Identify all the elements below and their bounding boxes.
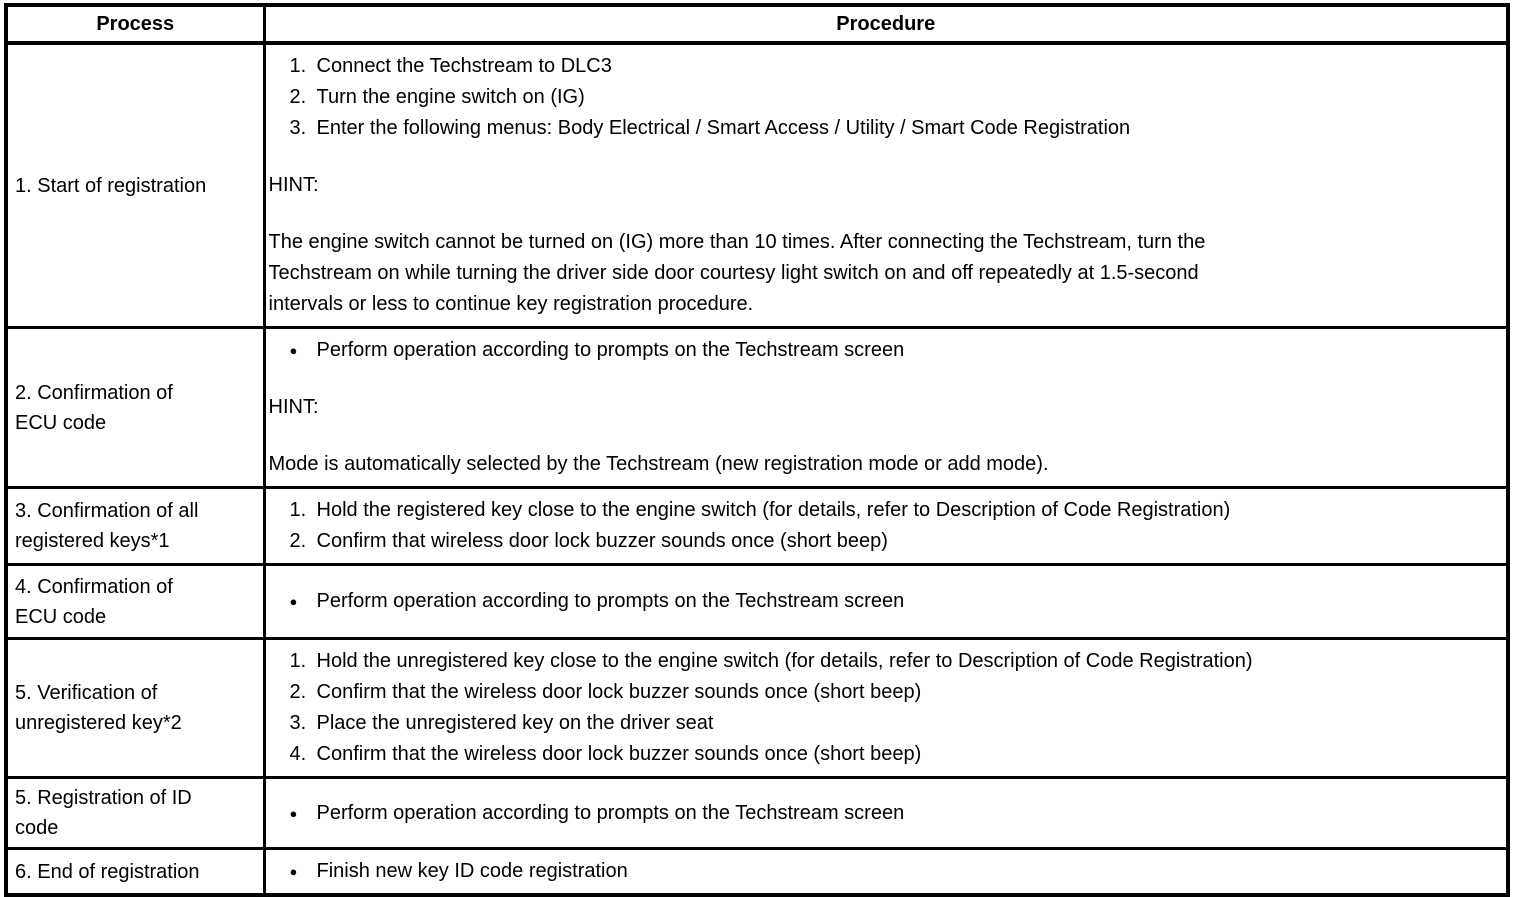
step-text: Finish new key ID code registration [316, 860, 628, 882]
procedure-cell: 1. Hold the registered key close to the … [262, 486, 1510, 566]
process-cell: 5. Registration of ID code [4, 776, 266, 850]
procedure-cell: 1. Hold the unregistered key close to th… [262, 637, 1510, 779]
step-text: Place the unregistered key on the driver… [316, 712, 714, 734]
process-cell: 2. Confirmation of ECU code [4, 326, 266, 489]
step-text: Hold the registered key close to the eng… [316, 499, 1231, 521]
step-number: 2. [289, 530, 307, 552]
procedure-step: 3. Enter the following menus: Body Elect… [269, 113, 1499, 144]
process-cell: 5. Verification of unregistered key*2 [4, 637, 266, 779]
procedure-step: ● Perform operation according to prompts… [269, 586, 1499, 617]
step-text: Hold the unregistered key close to the e… [316, 650, 1253, 672]
hint-text: Mode is automatically selected by the Te… [268, 453, 1049, 475]
procedure-step: ● Perform operation according to prompts… [269, 798, 1499, 829]
procedure-column-header: Procedure [262, 3, 1510, 45]
header-row: Process Procedure [4, 3, 1510, 45]
step-number: 3. [289, 117, 307, 139]
table-row: 5. Verification of unregistered key*2 1.… [4, 637, 1510, 779]
step-number: 1. [289, 499, 307, 521]
procedure-cell: ● Finish new key ID code registration [262, 847, 1510, 897]
step-text: Confirm that the wireless door lock buzz… [316, 743, 922, 765]
procedure-cell: ● Perform operation according to prompts… [262, 563, 1510, 640]
bullet-icon: ● [289, 594, 298, 609]
bullet-icon: ● [289, 343, 298, 358]
procedure-step: ● Perform operation according to prompts… [269, 335, 1499, 366]
process-cell: 3. Confirmation of all registered keys*1 [4, 486, 266, 566]
step-number: 2. [289, 681, 307, 703]
bullet-icon: ● [289, 864, 298, 879]
step-number: 1. [289, 55, 307, 77]
step-text: Turn the engine switch on (IG) [316, 86, 585, 108]
step-number: 3. [289, 712, 307, 734]
process-cell: 4. Confirmation of ECU code [4, 563, 266, 640]
step-text: Enter the following menus: Body Electric… [316, 117, 1131, 139]
table-row: 3. Confirmation of all registered keys*1… [4, 486, 1510, 566]
table-row: 4. Confirmation of ECU code ● Perform op… [4, 563, 1510, 640]
procedure-step: 2. Turn the engine switch on (IG) [269, 82, 1499, 113]
procedure-cell: ● Perform operation according to prompts… [262, 326, 1510, 489]
hint-label: HINT: [268, 174, 319, 196]
process-cell: 6. End of registration [4, 847, 266, 897]
table-row: 5. Registration of ID code ● Perform ope… [4, 776, 1510, 850]
step-text: Connect the Techstream to DLC3 [316, 55, 612, 77]
procedure-step: 1. Hold the unregistered key close to th… [269, 646, 1499, 677]
hint-text: The engine switch cannot be turned on (I… [268, 231, 1206, 315]
step-text: Confirm that the wireless door lock buzz… [316, 681, 922, 703]
process-column-header: Process [4, 3, 266, 45]
key-registration-procedure-table: Process Procedure 1. Start of registrati… [4, 3, 1510, 897]
procedure-step: 4. Confirm that the wireless door lock b… [269, 739, 1499, 770]
bullet-icon: ● [289, 805, 298, 821]
procedure-step: 2. Confirm that the wireless door lock b… [269, 677, 1499, 708]
table-row: 1. Start of registration 1. Connect the … [4, 41, 1510, 329]
process-cell: 1. Start of registration [4, 41, 266, 329]
step-number: 2. [289, 86, 307, 108]
procedure-step: ● Finish new key ID code registration [269, 856, 1499, 887]
procedure-step: 1. Connect the Techstream to DLC3 [269, 51, 1499, 82]
step-text: Confirm that wireless door lock buzzer s… [316, 530, 888, 552]
step-text: Perform operation according to prompts o… [316, 801, 905, 824]
procedure-step: 1. Hold the registered key close to the … [269, 495, 1499, 526]
table-row: 6. End of registration ● Finish new key … [4, 847, 1510, 897]
procedure-cell: ● Perform operation according to prompts… [262, 776, 1510, 850]
hint-label: HINT: [268, 396, 319, 418]
step-number: 4. [289, 743, 307, 765]
table-row: 2. Confirmation of ECU code ● Perform op… [4, 326, 1510, 489]
procedure-step: 3. Place the unregistered key on the dri… [269, 708, 1499, 739]
procedure-cell: 1. Connect the Techstream to DLC3 2. Tur… [262, 41, 1510, 329]
step-text: Perform operation according to prompts o… [316, 339, 905, 361]
step-number: 1. [289, 650, 307, 672]
step-text: Perform operation according to prompts o… [316, 590, 905, 612]
procedure-step: 2. Confirm that wireless door lock buzze… [269, 526, 1499, 557]
